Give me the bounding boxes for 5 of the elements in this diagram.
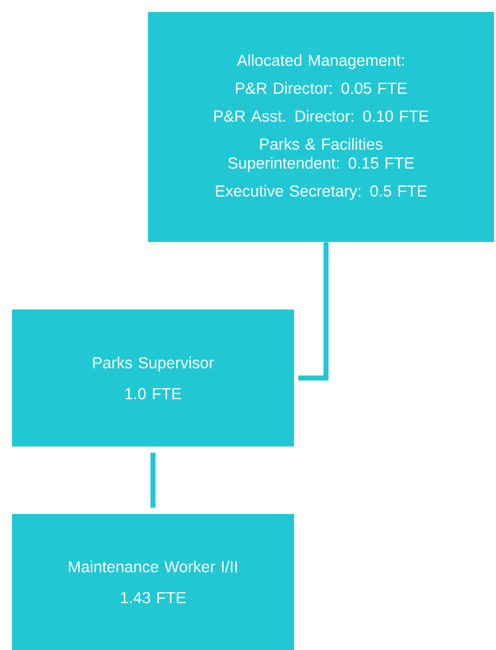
role-box: Allocated Management: P&R Director: 0.05 FTE P&R Asst. Director: 0.10 FTE Parks & Facilities Superintendent: 0.15 FTE Executive Secretary: 0.5 FTE: [148, 12, 494, 242]
role-box: Parks Supervisor 1.0 FTE: [12, 310, 294, 446]
connector-line: [298, 242, 328, 380]
role-box: Maintenance Worker I/II 1.43 FTE: [12, 514, 294, 650]
connector-line: [150, 452, 156, 508]
